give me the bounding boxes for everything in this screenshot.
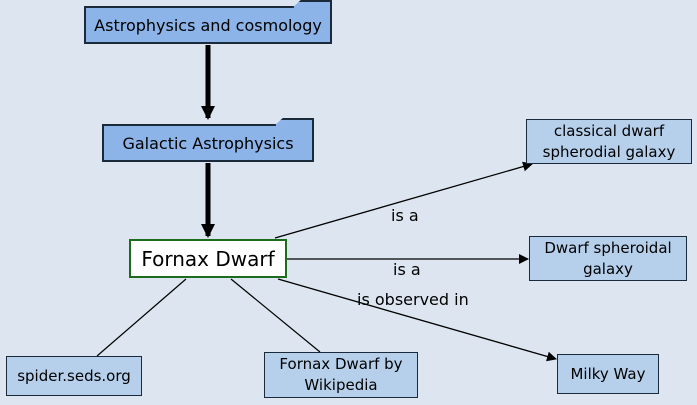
- node-dwarf-spheroidal-label: Dwarf spheroidal galaxy: [544, 238, 672, 278]
- edge-fornax-to-wikipedia: [230, 278, 321, 353]
- edge-fornax-to-classical: [274, 161, 533, 239]
- node-fornax-dwarf-by-wikipedia[interactable]: Fornax Dwarf by Wikipedia: [264, 352, 418, 398]
- link-label-is-a-dwarf-spheroidal: is a: [393, 260, 421, 279]
- node-dwarf-spheroidal-galaxy[interactable]: Dwarf spheroidal galaxy: [529, 236, 687, 281]
- node-milky-way-label: Milky Way: [570, 364, 646, 383]
- edge-fornax-to-milky-way: [277, 278, 557, 362]
- node-milky-way[interactable]: Milky Way: [557, 354, 659, 394]
- node-spider-label: spider.seds.org: [17, 366, 131, 385]
- node-astrophysics-label: Astrophysics and cosmology: [94, 15, 322, 35]
- link-label-is-observed-in: is observed in: [357, 290, 469, 309]
- node-wikipedia-label: Fornax Dwarf by Wikipedia: [279, 355, 403, 394]
- node-galactic-astrophysics[interactable]: Galactic Astrophysics: [102, 124, 314, 162]
- link-label-is-a-classical: is a: [391, 206, 419, 225]
- node-classical-label: classical dwarf spherodial galaxy: [542, 121, 676, 161]
- node-spider-seds-org[interactable]: spider.seds.org: [6, 356, 142, 396]
- node-fornax-label: Fornax Dwarf: [141, 246, 275, 271]
- node-astrophysics-and-cosmology[interactable]: Astrophysics and cosmology: [84, 6, 332, 44]
- node-fornax-dwarf[interactable]: Fornax Dwarf: [129, 239, 287, 278]
- node-galactic-label: Galactic Astrophysics: [122, 133, 294, 153]
- node-classical-dwarf-spherodial-galaxy[interactable]: classical dwarf spherodial galaxy: [526, 119, 692, 164]
- edge-fornax-to-spider: [96, 278, 187, 357]
